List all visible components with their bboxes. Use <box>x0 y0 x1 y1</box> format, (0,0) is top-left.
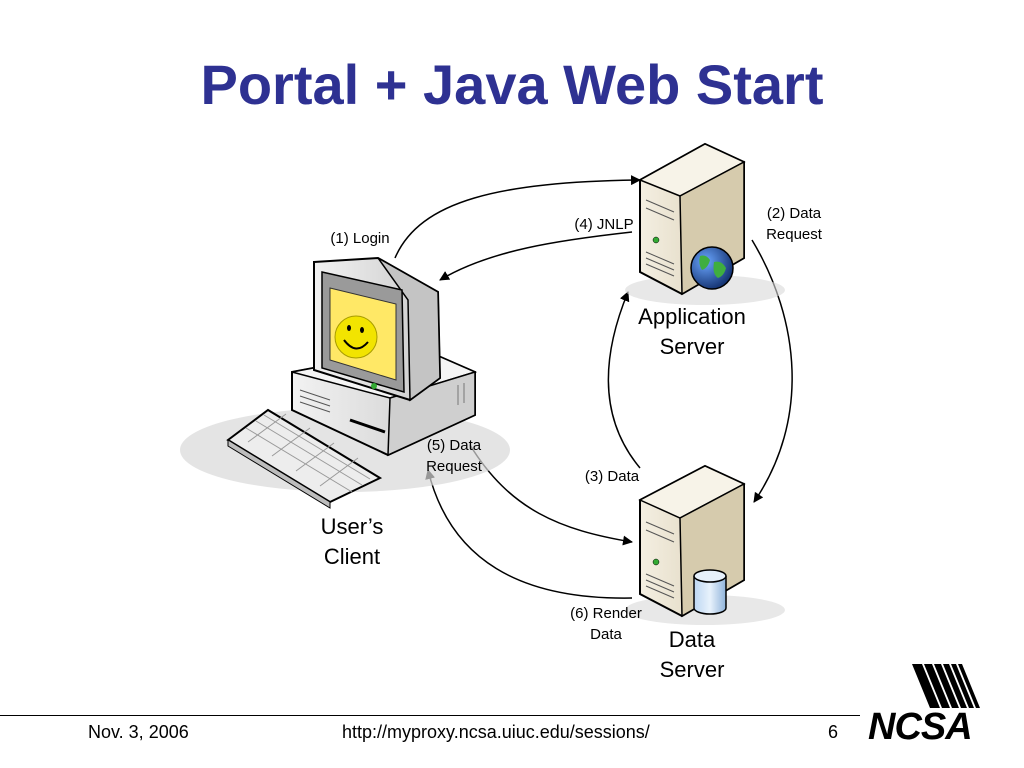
edge-label-data-request-2-line2: Request <box>766 226 822 243</box>
footer-divider <box>0 715 860 716</box>
node-label-application-server-line2: Server <box>659 334 725 359</box>
edge-data-3 <box>607 291 641 469</box>
ncsa-logo-emblem <box>912 664 980 708</box>
edge-label-data-request-5: (5) Data Request <box>414 435 494 477</box>
application-server-icon <box>625 142 785 305</box>
edge-label-data-request-5-line2: Request <box>426 458 482 475</box>
edge-label-login: (1) Login <box>330 230 390 247</box>
slide-title: Portal + Java Web Start <box>200 53 824 116</box>
data-server-icon <box>625 464 785 625</box>
edge-render-6 <box>425 469 633 599</box>
client-computer-icon <box>180 256 510 492</box>
edge-login <box>394 175 641 259</box>
edge-label-data-3: (3) Data <box>584 468 640 485</box>
edge-label-data-request-2: (2) Data Request <box>752 203 836 245</box>
node-label-data-server-line1: Data <box>668 627 716 652</box>
footer-date: Nov. 3, 2006 <box>88 722 189 742</box>
node-label-application-server: Application Server <box>610 302 774 362</box>
edge-label-render-6-line1: (6) Render <box>570 605 642 622</box>
edge-label-data-request-5-line1: (5) Data <box>426 437 482 454</box>
node-label-application-server-line1: Application <box>638 304 746 329</box>
edge-jnlp <box>439 231 633 281</box>
node-label-users-client: User’s Client <box>290 512 414 572</box>
edge-data-request-2 <box>751 239 793 503</box>
keyboard-icon <box>226 408 383 509</box>
footer-page-number: 6 <box>828 722 839 742</box>
node-label-users-client-line1: User’s <box>320 514 384 539</box>
edge-label-jnlp: (4) JNLP <box>574 216 634 233</box>
edge-label-render-6: (6) Render Data <box>560 603 652 645</box>
footer-url[interactable]: http://myproxy.ncsa.uiuc.edu/sessions/ <box>342 722 650 742</box>
node-label-users-client-line2: Client <box>323 544 381 569</box>
ncsa-logo-text: NCSA <box>868 706 973 748</box>
node-label-data-server-line2: Server <box>659 657 725 682</box>
edge-label-data-request-2-line1: (2) Data <box>766 205 822 222</box>
edge-label-render-6-line2: Data <box>590 626 622 643</box>
node-label-data-server: Data Server <box>632 625 752 685</box>
